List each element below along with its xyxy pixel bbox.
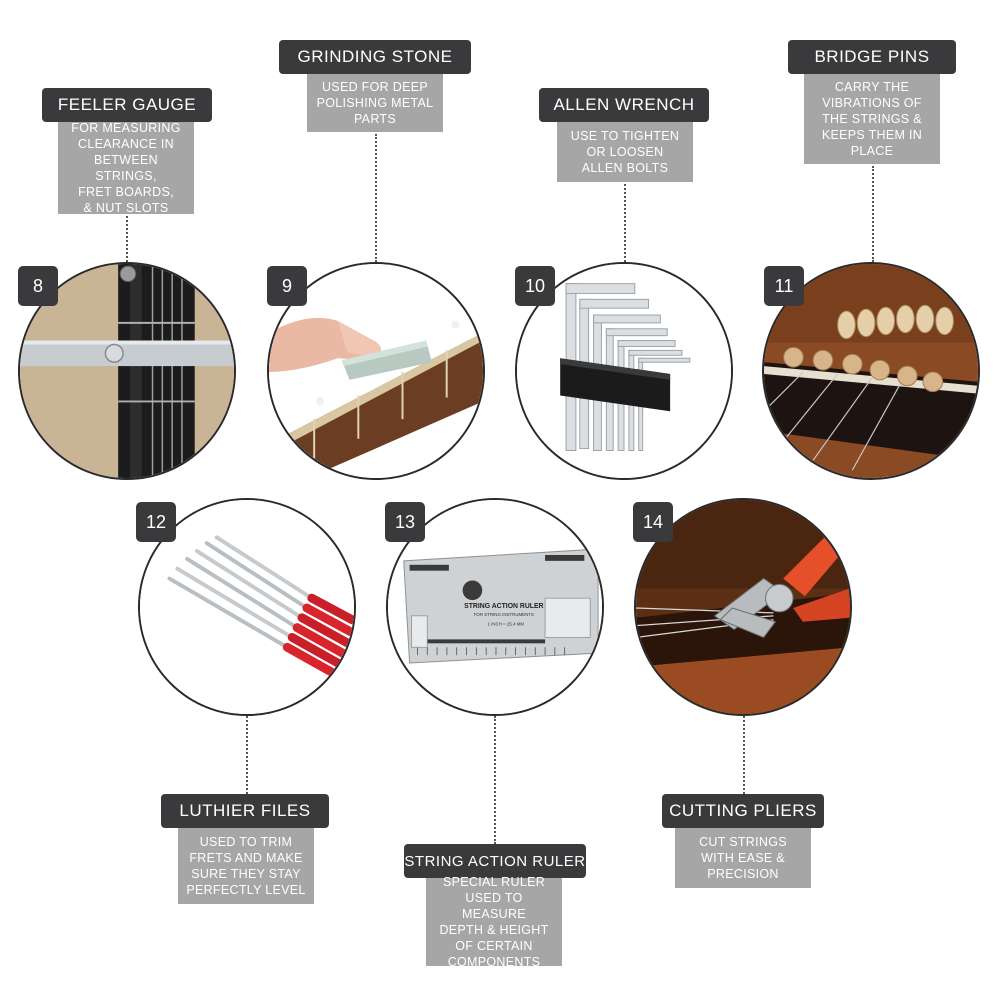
desc-line: PLACE	[850, 144, 894, 158]
item-description: USE TO TIGHTEN OR LOOSEN ALLEN BOLTS	[557, 122, 693, 182]
connector-line	[624, 184, 626, 262]
desc-line: CLEARANCE IN	[78, 137, 174, 151]
desc-line: WITH EASE &	[701, 851, 785, 865]
item-number-badge: 13	[385, 502, 425, 542]
item-title: STRING ACTION RULER	[404, 844, 586, 878]
desc-line: OR LOOSEN	[586, 145, 664, 159]
desc-line: BETWEEN STRINGS,	[94, 153, 158, 183]
desc-line: PRECISION	[707, 867, 779, 881]
ruler-sublabel: FOR STRING INSTRUMENTS	[474, 612, 534, 617]
item-title: CUTTING PLIERS	[662, 794, 824, 828]
connector-line	[246, 716, 248, 794]
item-description: CARRY THE VIBRATIONS OF THE STRINGS & KE…	[804, 74, 940, 164]
desc-line: OF CERTAIN	[455, 939, 533, 953]
item-number-badge: 9	[267, 266, 307, 306]
item-title: LUTHIER FILES	[161, 794, 329, 828]
desc-line: CARRY THE	[834, 80, 910, 94]
item-title: FEELER GAUGE	[42, 88, 212, 122]
item-description: USED FOR DEEP POLISHING METAL PARTS	[307, 74, 443, 132]
desc-line: KEEPS THEM IN	[821, 128, 923, 142]
desc-line: USE TO TIGHTEN	[570, 129, 680, 143]
item-number-badge: 10	[515, 266, 555, 306]
desc-line: SURE THEY STAY	[191, 867, 301, 881]
bridge-pins-photo	[762, 262, 980, 480]
desc-line: SPECIAL RULER	[442, 875, 546, 889]
desc-line: PERFECTLY LEVEL	[186, 883, 306, 897]
item-description: SPECIAL RULER USED TO MEASURE DEPTH & HE…	[426, 875, 562, 969]
desc-line: THE STRINGS &	[822, 112, 922, 126]
string-action-ruler-photo: STRING ACTION RULER FOR STRING INSTRUMEN…	[386, 498, 604, 716]
desc-line: FRET BOARDS,	[78, 185, 174, 199]
desc-line: CUT STRINGS	[699, 835, 787, 849]
item-title: ALLEN WRENCH	[539, 88, 709, 122]
desc-line: COMPONENTS	[447, 955, 541, 969]
desc-line: VIBRATIONS OF	[822, 96, 922, 110]
desc-line: POLISHING METAL	[316, 96, 434, 110]
ruler-inch-label: 1 INCH = 25.4 MM	[487, 622, 524, 627]
desc-line: PARTS	[353, 112, 396, 126]
connector-line	[494, 716, 496, 844]
item-number-badge: 8	[18, 266, 58, 306]
desc-line: & NUT SLOTS	[83, 201, 169, 215]
connector-line	[126, 216, 128, 262]
ruler-label: STRING ACTION RULER	[464, 603, 543, 610]
desc-line: ALLEN BOLTS	[581, 161, 669, 175]
item-number-badge: 14	[633, 502, 673, 542]
connector-line	[743, 716, 745, 794]
item-number-badge: 11	[764, 266, 804, 306]
connector-line	[872, 166, 874, 262]
item-description: FOR MEASURING CLEARANCE IN BETWEEN STRIN…	[58, 121, 194, 215]
desc-line: FOR MEASURING	[71, 121, 181, 135]
item-title: BRIDGE PINS	[788, 40, 956, 74]
desc-line: DEPTH & HEIGHT	[439, 923, 549, 937]
desc-line: FRETS AND MAKE	[189, 851, 303, 865]
item-description: CUT STRINGS WITH EASE & PRECISION	[675, 828, 811, 888]
desc-line: USED FOR DEEP	[321, 80, 428, 94]
connector-line	[375, 134, 377, 262]
item-description: USED TO TRIM FRETS AND MAKE SURE THEY ST…	[178, 828, 314, 904]
luthier-files-photo	[138, 498, 356, 716]
item-title: GRINDING STONE	[279, 40, 471, 74]
item-number-badge: 12	[136, 502, 176, 542]
desc-line: USED TO MEASURE	[462, 891, 526, 921]
desc-line: USED TO TRIM	[199, 835, 293, 849]
